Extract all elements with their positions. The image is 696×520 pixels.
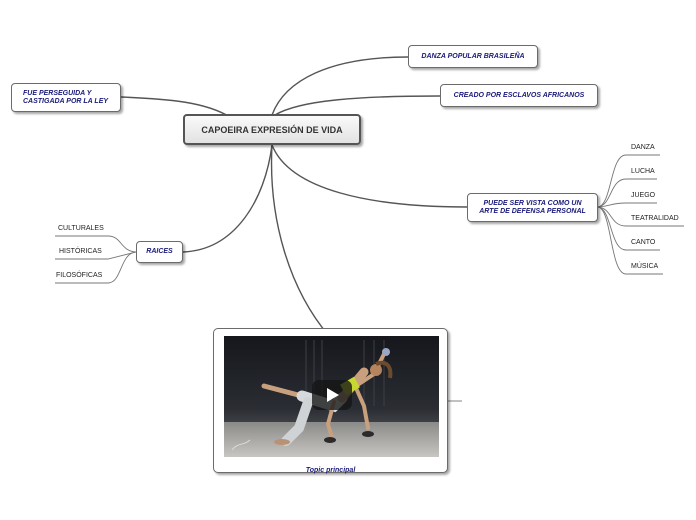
central-topic-label: CAPOEIRA EXPRESIÓN DE VIDA (201, 124, 343, 135)
leaf-musica-label: MÚSICA (631, 263, 659, 270)
topic-defensa-personal-label: PUEDE SER VISTA COMO UN ARTE DE DEFENSA … (479, 199, 586, 215)
leaf-filosoficas[interactable]: FILOSÓFICAS (56, 271, 102, 280)
leaf-historicas[interactable]: HISTÓRICAS (59, 247, 102, 256)
topic-fue-perseguida[interactable]: FUE PERSEGUIDA Y CASTIGADA POR LA LEY (11, 83, 121, 112)
capoeira-dancer-photo[interactable] (224, 336, 439, 457)
leaf-canto[interactable]: CANTO (631, 238, 655, 247)
leaf-culturales-label: CULTURALES (58, 225, 104, 232)
leaf-canto-label: CANTO (631, 239, 656, 246)
media-caption: Topic principal (214, 459, 447, 477)
leaf-filosoficas-label: FILOSÓFICAS (56, 272, 103, 279)
play-button[interactable] (312, 380, 352, 410)
leaf-culturales[interactable]: CULTURALES (58, 224, 104, 233)
leaf-teatralidad[interactable]: TEATRALIDAD (631, 214, 679, 223)
topic-raices-label: RAICES (146, 248, 173, 255)
leaf-musica[interactable]: MÚSICA (631, 262, 658, 271)
leaf-juego-label: JUEGO (631, 192, 656, 199)
leaf-teatralidad-label: TEATRALIDAD (631, 215, 679, 222)
leaf-lucha-label: LUCHA (631, 168, 655, 175)
topic-danza-popular[interactable]: DANZA POPULAR BRASILEÑA (408, 45, 538, 68)
topic-creado-esclavos[interactable]: CREADO POR ESCLAVOS AFRICANOS (440, 84, 598, 107)
topic-fue-perseguida-label: FUE PERSEGUIDA Y CASTIGADA POR LA LEY (23, 89, 109, 105)
leaf-danza-label: DANZA (631, 144, 655, 151)
leaf-lucha[interactable]: LUCHA (631, 167, 655, 176)
topic-danza-popular-label: DANZA POPULAR BRASILEÑA (421, 52, 525, 60)
topic-raices[interactable]: RAICES (136, 241, 183, 263)
topic-creado-esclavos-label: CREADO POR ESCLAVOS AFRICANOS (453, 91, 585, 99)
leaf-historicas-label: HISTÓRICAS (59, 248, 102, 255)
central-topic[interactable]: CAPOEIRA EXPRESIÓN DE VIDA (183, 114, 361, 145)
topic-defensa-personal[interactable]: PUEDE SER VISTA COMO UN ARTE DE DEFENSA … (467, 193, 598, 222)
media-topic-node[interactable]: Topic principal (213, 328, 448, 474)
play-icon (327, 388, 339, 402)
leaf-juego[interactable]: JUEGO (631, 191, 655, 200)
leaf-danza[interactable]: DANZA (631, 143, 655, 152)
media-caption-label: Topic principal (305, 467, 356, 474)
